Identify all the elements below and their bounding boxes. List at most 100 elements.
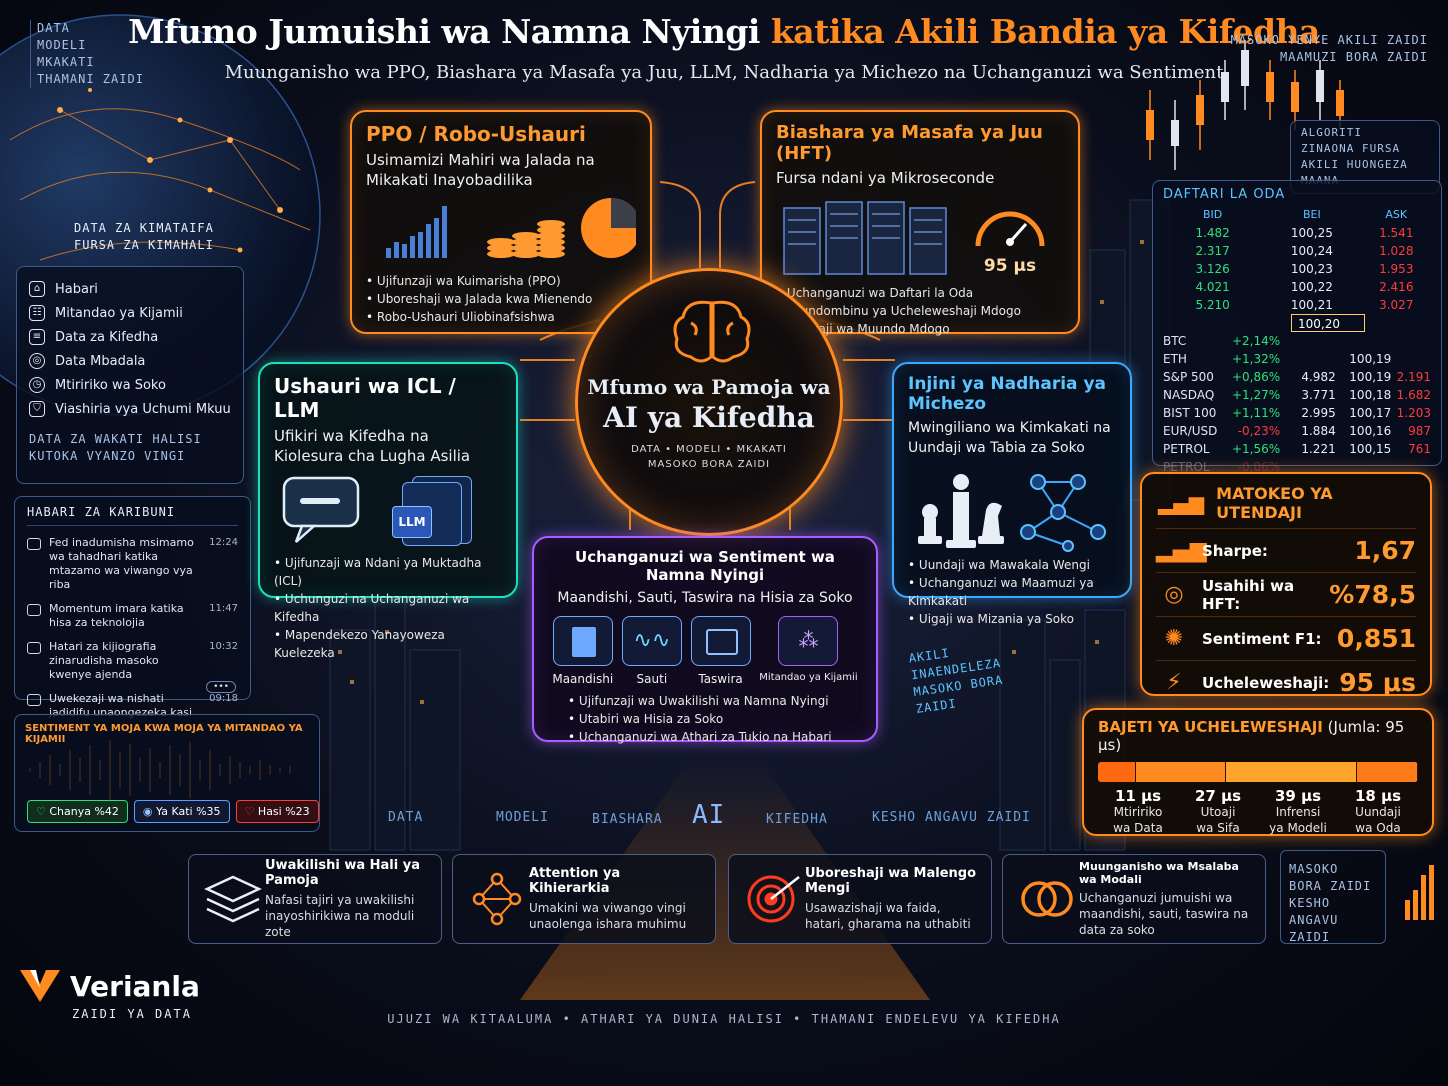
sentiment-panel[interactable]: Uchanganuzi wa Sentiment wa Namna Nyingi… [532,536,878,744]
metric-value: %78,5 [1329,580,1416,609]
header-bid: BID [1203,208,1223,221]
bottom-right-label: MASOKO BORA ZAIDI KESHO ANGAVU ZAIDI [1280,850,1386,944]
budget-label: Utoaji [1200,805,1236,819]
budget-value: 11 μs [1114,787,1162,805]
icl-subtitle: Ufikiri wa Kifedha na Kiolesura cha Lugh… [274,427,471,465]
modal-social[interactable]: ⁂ Mitandao ya Kijamii [759,616,858,686]
bottom-right-line: ZAIDI [1289,930,1331,944]
metric-label: Usahihi wa HFT: [1202,576,1295,613]
source-label: Habari [55,281,98,297]
ppo-bullet: Ujifunzaji wa Kuimarisha (PPO) [366,272,636,290]
globe-label-line: FURSA ZA KIMAHALI [74,238,214,252]
source-financial[interactable]: ≡Data za Kifedha [29,325,231,349]
footer-text: UJUZI WA KITAALUMA • ATHARI YA DUNIA HAL… [387,1012,1061,1026]
budget-title: BAJETI YA UCHELEWESHAJI [1098,718,1323,736]
news-item[interactable]: Hatari za kijiografia zinarudisha masoko… [27,640,238,682]
game-bullet: Uundaji wa Mawakala Wengi [908,556,1116,574]
ticker-cell: 1.884 [1301,424,1336,438]
orderbook-header: BID BEI ASK [1163,206,1431,224]
target-icon [747,875,800,923]
chess-network-icon [918,474,1106,552]
flow-finance: KIFEDHA [766,812,828,827]
game-theory-panel[interactable]: Injini ya Nadharia ya Michezo Mwingilian… [892,362,1132,626]
source-flow[interactable]: ◷Mtiririko wa Soko [29,373,231,397]
ppo-subtitle: Usimamizi Mahiri wa Jalada na Mikakati I… [366,151,595,189]
news-text: Momentum imara katika hisa za teknolojia [49,602,184,629]
ticker-cell: 987 [1408,424,1431,438]
ticker-cell: PETROL [1163,442,1210,456]
game-bullet: Uchanganuzi wa Maamuzi ya Kimkakati [908,574,1116,610]
sentiment-positive-tag[interactable]: ♡ Chanya %42 [27,800,128,823]
header-ask: ASK [1385,208,1408,221]
source-social[interactable]: ☷Mitandao ya Kijamii [29,301,231,325]
card-title: Uboreshaji wa Malengo Mengi [805,866,977,896]
metric-value: 1,67 [1354,536,1416,565]
source-news[interactable]: ⌂Habari [29,277,231,301]
sentiment-neutral-tag[interactable]: ◉ Ya Kati %35 [133,800,230,823]
bottom-right-line: MASOKO [1289,862,1339,876]
ticker-row[interactable]: ETH+1,32%100,19 [1163,350,1431,368]
network-icon: ⁂ [778,616,839,666]
ticker-cell [1280,350,1336,368]
modal-image[interactable]: Taswira [690,616,751,686]
ticker-row[interactable]: PETROL-0,06% [1163,458,1431,476]
ticker-cell: +1,56% [1231,442,1281,456]
budget-value: 39 μs [1274,787,1322,805]
source-macro[interactable]: ⛉Viashiria vya Uchumi Mkuu [29,397,231,421]
server-rack-icon [783,201,947,275]
ticker-cell: +1,27% [1231,388,1281,402]
news-panel: HABARI ZA KARIBUNI Fed inadumisha msimam… [14,496,251,719]
heart-icon: ♡ [36,805,50,818]
bottom-right-line: KESHO ANGAVU [1289,896,1339,927]
ticker-cell: BTC [1163,334,1187,348]
hft-panel[interactable]: Biashara ya Masafa ya Juu (HFT) Fursa nd… [760,110,1080,336]
sentiment-negative-tag[interactable]: ♡ Hasi %23 [235,800,319,823]
brand[interactable]: Verianla [16,962,200,1010]
news-time: 11:47 [209,603,238,614]
card-title: Attention ya Kihierarkia [529,866,621,896]
modal-audio[interactable]: ∿∿ Sauti [621,616,682,686]
card-title: Muunganisho wa Msalaba wa Modali [1079,860,1239,886]
corner-line: MKAKATI [37,55,95,69]
news-text: Hatari za kijiografia zinarudisha masoko… [49,640,159,681]
corner-line: THAMANI ZAIDI [37,72,144,86]
source-alternative[interactable]: ◎Data Mbadala [29,349,231,373]
ticker-cell: -0,06% [1237,460,1281,474]
budget-label: wa Sifa [1196,821,1240,835]
game-title: Injini ya Nadharia ya Michezo [908,374,1106,414]
news-more-button[interactable]: ••• [206,681,236,693]
ticker-cell: S&P 500 [1163,370,1214,384]
card-title: Uwakilishi wa Hali ya Pamoja [265,858,420,888]
modal-text[interactable]: Maandishi [552,616,613,686]
sentiment-bullet: Ujifunzaji wa Uwakilishi wa Namna Nyingi [568,692,862,710]
budget-label: wa Oda [1355,821,1401,835]
source-label: Mtiririko wa Soko [55,377,166,393]
globe-label: DATA ZA KIMATAIFA FURSA ZA KIMAHALI [74,220,214,254]
hub-line2: AI ya Kifedha [603,401,815,434]
brain-icon: ✺ [1164,626,1184,651]
orderbook-cell: 100,24 [1290,244,1333,258]
ppo-panel[interactable]: PPO / Robo-Ushauri Usimamizi Mahiri wa J… [350,110,652,334]
news-item[interactable]: Fed inadumisha msimamo wa tahadhari kati… [27,536,238,592]
central-hub[interactable]: Mfumo wa Pamoja wa AI ya Kifedha DATA • … [575,268,843,536]
news-item[interactable]: Momentum imara katika hisa za teknolojia… [27,602,238,630]
modal-label: Taswira [698,672,743,686]
icl-panel[interactable]: Ushauri wa ICL / LLM Ufikiri wa Kifedha … [258,362,518,660]
ticker-row[interactable]: BTC+2,14% [1163,332,1431,350]
budget-label: Infrensi [1275,805,1321,819]
algo-line: ZINAONA FURSA [1301,142,1401,155]
